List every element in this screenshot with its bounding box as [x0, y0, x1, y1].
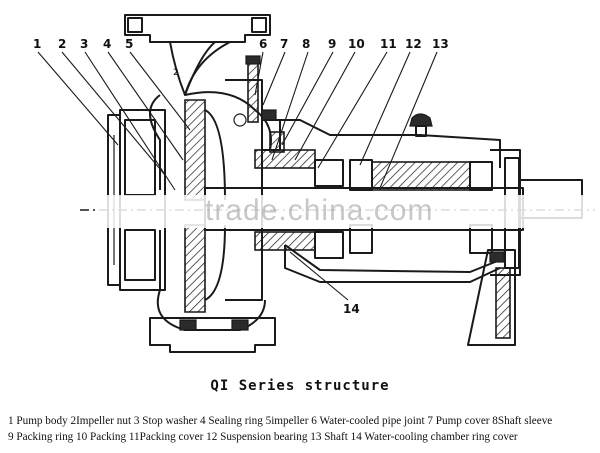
- watermark-text: trade.china.com: [205, 194, 433, 227]
- pump-foot: [149, 317, 276, 353]
- leader-2: [61, 51, 166, 176]
- leader-3: [84, 51, 176, 191]
- discharge-flange: [124, 14, 271, 96]
- leader-12: [359, 51, 411, 166]
- small-mark: 2: [173, 68, 179, 78]
- callout-11: 11: [380, 37, 397, 51]
- callout-13: 13: [432, 37, 449, 51]
- callout-6: 6: [259, 37, 267, 51]
- leader-11: [317, 51, 388, 169]
- callout-4: 4: [103, 37, 111, 51]
- callout-7: 7: [280, 37, 288, 51]
- rear-support-foot: [467, 249, 516, 346]
- callout-3: 3: [80, 37, 88, 51]
- shaft-seal-assembly: [254, 131, 344, 259]
- diagram-title: QI Series structure: [210, 378, 390, 394]
- leader-6: [254, 51, 264, 96]
- leader-10: [294, 51, 356, 161]
- legend-line-2: 9 Packing ring 10 Packing 11Packing cove…: [8, 431, 518, 443]
- leader-1: [37, 51, 119, 146]
- callouts: 1 2 3 4 5 6 7 8 9 10 11 12 13 14: [33, 37, 449, 316]
- callout-12: 12: [405, 37, 422, 51]
- leader-9: [281, 51, 334, 146]
- callout-14: 14: [343, 302, 360, 316]
- leader-8: [271, 51, 309, 161]
- callout-9: 9: [328, 37, 336, 51]
- watermark-band: [95, 195, 600, 228]
- pump-cover: [225, 55, 281, 301]
- leader-14: [289, 251, 349, 301]
- callout-2: 2: [58, 37, 66, 51]
- callout-1: 1: [33, 37, 41, 51]
- leader-7: [262, 51, 286, 106]
- oil-cup: [409, 113, 433, 137]
- leader-13: [379, 51, 438, 189]
- leader-4: [107, 51, 184, 161]
- callout-10: 10: [348, 37, 365, 51]
- callout-8: 8: [302, 37, 310, 51]
- leader-5: [129, 51, 191, 131]
- pump-cross-section-diagram: trade.china.com 2 1 2 3 4 5 6 7 8 9 10 1…: [33, 14, 600, 353]
- callout-5: 5: [125, 37, 133, 51]
- legend-line-1: 1 Pump body 2Impeller nut 3 Stop washer …: [8, 415, 553, 427]
